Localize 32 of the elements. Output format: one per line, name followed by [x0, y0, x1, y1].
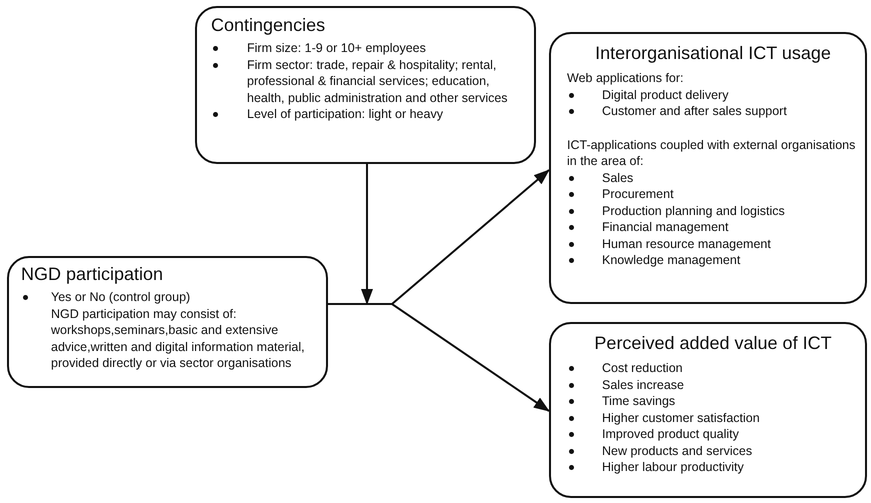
list-item: Financial management: [602, 219, 730, 236]
list-item: Procurement: [602, 186, 675, 202]
list-item: Customer and after sales support: [602, 103, 788, 120]
list-item: Higher labour productivity: [602, 459, 745, 476]
list-item: Sales increase: [602, 376, 685, 393]
rounded-box: [549, 322, 867, 498]
box-heading: NGD participation: [21, 263, 164, 285]
list-item: Human resource management: [602, 236, 772, 252]
body-text: Web applications for:: [567, 70, 684, 86]
body-text: ICT-applications coupled with external organisations in the area of:: [567, 136, 856, 170]
list-item: Digital product delivery: [602, 86, 730, 103]
list-item: Firm size: 1-9 or 10+ employees: [247, 40, 427, 56]
list-item: Sales: [602, 170, 634, 186]
list-item: Cost reduction: [602, 360, 684, 376]
list-item: Firm sector: trade, repair & hospitality; rental, professional & financial services; education, health, public administration and other services: [247, 56, 509, 106]
arrow: [361, 164, 373, 305]
body-text: NGD participation may consist of: workshops,seminars,basic and extensive advice,written and digital information material, provided directly or via sector organisations: [50, 306, 306, 372]
list-item: Level of participation: light or heavy: [247, 106, 444, 122]
box-heading: Interorganisational ICT usage: [594, 42, 832, 64]
rounded-box: [195, 6, 536, 164]
list-item: Yes or No (control group): [51, 289, 192, 306]
list-item: Time savings: [602, 393, 676, 410]
list-item: Knowledge management: [602, 252, 742, 268]
list-item: Improved product quality: [602, 426, 740, 442]
arrow: [328, 303, 550, 412]
box-heading: Contingencies: [211, 14, 326, 36]
list-item: Higher customer satisfaction: [602, 410, 761, 426]
box-heading: Perceived added value of ICT: [593, 332, 833, 354]
rounded-box: [7, 256, 328, 388]
list-item: Production planning and logistics: [602, 202, 786, 219]
list-item: New products and services: [602, 442, 754, 459]
rounded-box: [549, 32, 867, 304]
